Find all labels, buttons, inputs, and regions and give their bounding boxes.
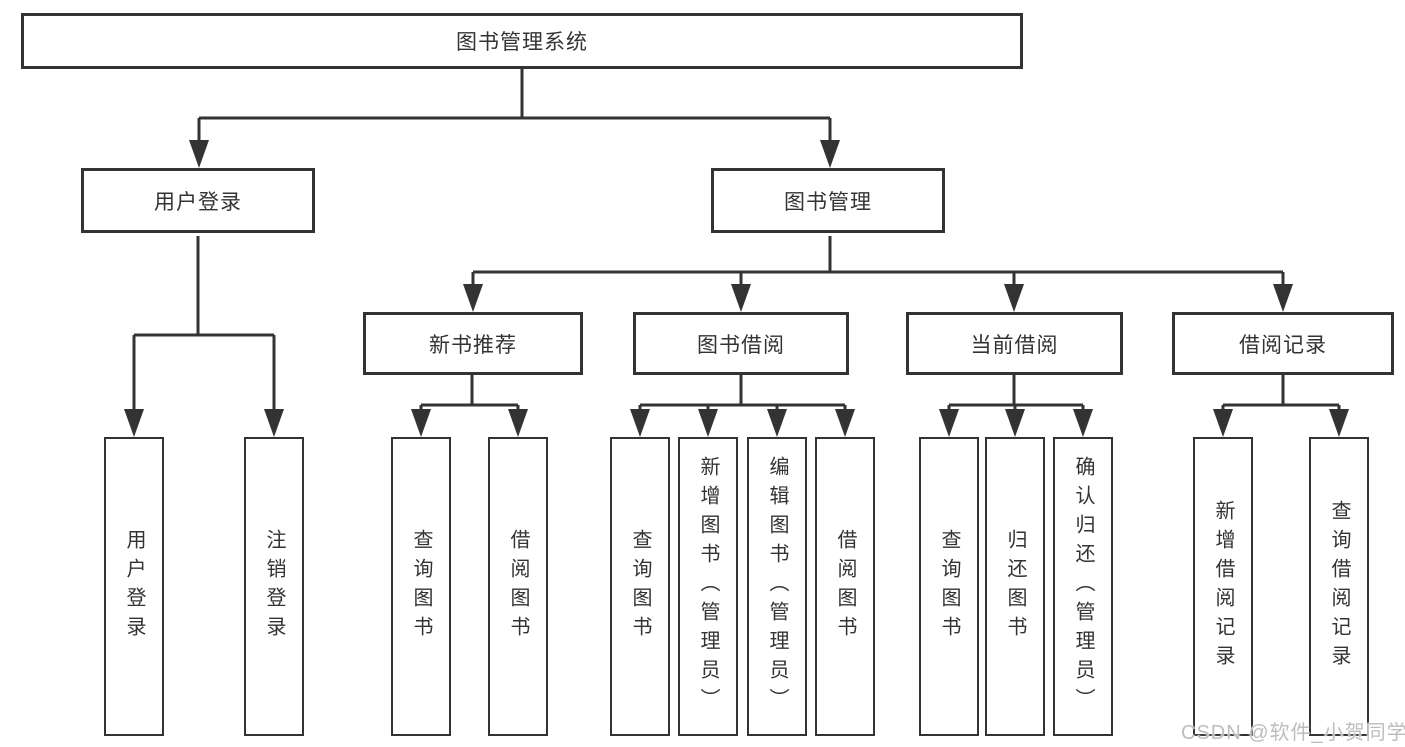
node-label: 查询借阅记录	[1328, 499, 1350, 674]
node-book-management: 图书管理	[711, 168, 945, 233]
leaf-add-borrow-record: 新增借阅记录	[1193, 437, 1253, 736]
node-new-book-recommendation: 新书推荐	[363, 312, 583, 375]
arrowheads	[124, 140, 1349, 437]
node-label: 注销登录	[263, 528, 285, 645]
node-borrowing-records: 借阅记录	[1172, 312, 1394, 375]
leaf-query-books: 查询图书	[610, 437, 670, 736]
node-label: 编辑图书（管理员）	[766, 456, 788, 717]
node-label: 查询图书	[938, 528, 960, 645]
node-label: 归还图书	[1004, 528, 1026, 645]
node-label: 确认归还（管理员）	[1072, 456, 1094, 717]
leaf-query-books: 查询图书	[391, 437, 451, 736]
node-label: 用户登录	[154, 190, 242, 214]
node-label: 图书借阅	[697, 333, 785, 357]
leaf-return-books: 归还图书	[985, 437, 1045, 736]
node-label: 借阅图书	[834, 528, 856, 645]
node-label: 用户登录	[123, 528, 145, 645]
leaf-borrow-books: 借阅图书	[815, 437, 875, 736]
csdn-watermark: CSDN @软件_小贺同学	[1181, 722, 1405, 744]
node-label: 当前借阅	[970, 333, 1059, 357]
node-label: 图书管理	[784, 190, 872, 214]
node-label: 新书推荐	[429, 333, 517, 357]
leaf-borrow-books: 借阅图书	[488, 437, 548, 736]
leaf-confirm-return-admin: 确认归还（管理员）	[1053, 437, 1113, 736]
node-label: 借阅图书	[507, 528, 529, 645]
node-user-login: 用户登录	[81, 168, 315, 233]
node-book-borrowing: 图书借阅	[633, 312, 849, 375]
node-library-management-system: 图书管理系统	[21, 13, 1023, 69]
leaf-logout: 注销登录	[244, 437, 304, 736]
leaf-user-login: 用户登录	[104, 437, 164, 736]
node-label: 新增图书（管理员）	[697, 456, 719, 717]
node-label: 新增借阅记录	[1212, 499, 1234, 674]
node-label: 借阅记录	[1239, 333, 1327, 357]
node-label: 查询图书	[629, 528, 651, 645]
leaf-add-books-admin: 新增图书（管理员）	[678, 437, 738, 736]
node-current-borrowing: 当前借阅	[906, 312, 1123, 375]
leaf-query-books: 查询图书	[919, 437, 979, 736]
node-label: 查询图书	[410, 528, 432, 645]
node-label: 图书管理系统	[456, 31, 588, 54]
leaf-query-borrow-record: 查询借阅记录	[1309, 437, 1369, 736]
leaf-edit-books-admin: 编辑图书（管理员）	[747, 437, 807, 736]
